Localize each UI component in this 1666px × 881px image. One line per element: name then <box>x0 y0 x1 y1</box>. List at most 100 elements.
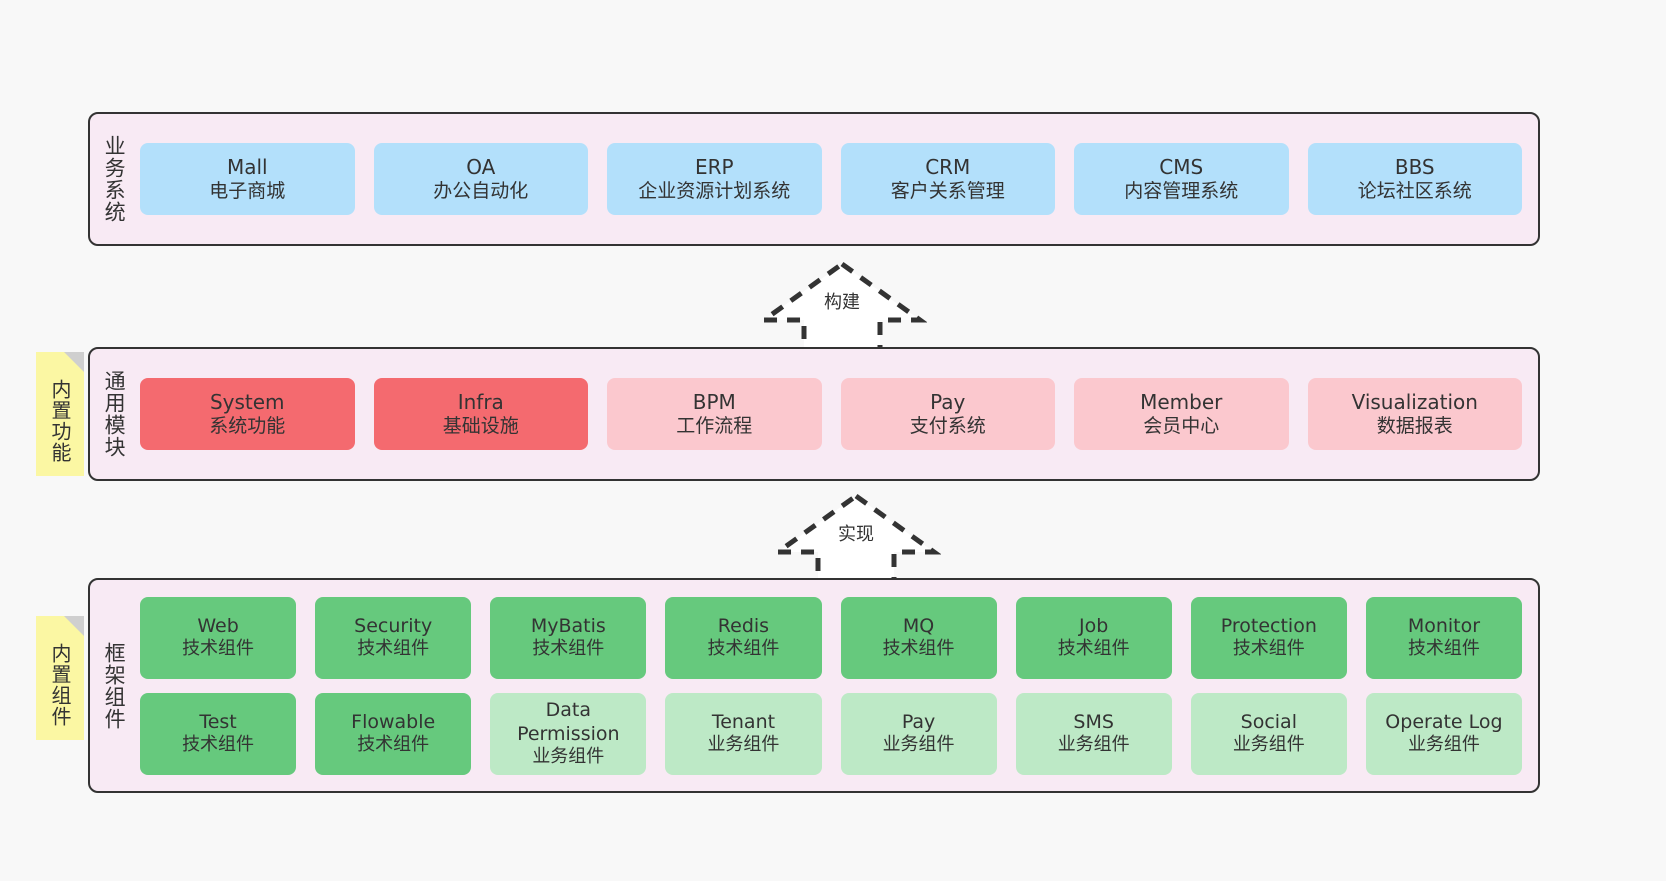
module-title-cn: 会员中心 <box>1143 414 1220 437</box>
card-row: System 系统功能 Infra 基础设施 BPM 工作流程 Pay 支付系统… <box>140 378 1522 450</box>
module-title-en: CMS <box>1159 155 1204 180</box>
module-title-en: Tenant <box>711 710 776 733</box>
module-title-cn: 技术组件 <box>1057 638 1130 660</box>
module-title-en: Protection <box>1220 614 1317 637</box>
module-title-cn: 业务组件 <box>882 734 955 756</box>
module-card-web[interactable]: Web 技术组件 <box>140 596 297 679</box>
module-card-monitor[interactable]: Monitor 技术组件 <box>1365 596 1522 679</box>
module-card-protection[interactable]: Protection 技术组件 <box>1190 596 1347 679</box>
module-title-cn: 系统功能 <box>209 414 286 437</box>
layer-label-common-module: 通用模块 <box>102 370 127 458</box>
module-card-bbs[interactable]: BBS 论坛社区系统 <box>1307 143 1522 215</box>
module-title-cn: 业务组件 <box>1232 734 1305 756</box>
module-title-cn: 业务组件 <box>707 734 780 756</box>
module-title-cn: 论坛社区系统 <box>1357 179 1472 202</box>
module-title-en: ERP <box>694 155 734 180</box>
module-card-operate-log[interactable]: Operate Log 业务组件 <box>1365 692 1522 775</box>
module-card-pay-business[interactable]: Pay 业务组件 <box>840 692 997 775</box>
module-title-en: Visualization <box>1351 390 1478 415</box>
card-row: Mall 电子商城 OA 办公自动化 ERP 企业资源计划系统 CRM 客户关系… <box>140 143 1522 215</box>
module-card-mall[interactable]: Mall 电子商城 <box>140 143 355 215</box>
module-card-erp[interactable]: ERP 企业资源计划系统 <box>607 143 822 215</box>
layer-framework-component: 框架组件 Web 技术组件 Security 技术组件 MyBatis 技术组件… <box>88 578 1540 793</box>
sticky-note-builtin-component: 内置组件 <box>36 616 84 740</box>
arrow-realize-icon <box>771 492 941 585</box>
card-row: Web 技术组件 Security 技术组件 MyBatis 技术组件 Redi… <box>140 596 1522 679</box>
module-title-en: Mall <box>226 155 268 180</box>
module-title-en: CRM <box>925 155 971 180</box>
module-title-en: Flowable <box>351 710 436 733</box>
module-title-en: BPM <box>692 390 736 415</box>
module-title-en: Data Permission <box>517 699 620 745</box>
module-card-tenant[interactable]: Tenant 业务组件 <box>665 692 822 775</box>
module-card-oa[interactable]: OA 办公自动化 <box>373 143 588 215</box>
module-title-en: OA <box>466 155 496 180</box>
module-title-cn: 技术组件 <box>182 638 255 660</box>
module-title-cn: 支付系统 <box>909 414 986 437</box>
module-title-cn: 电子商城 <box>209 179 286 202</box>
module-card-sms[interactable]: SMS 业务组件 <box>1015 692 1172 775</box>
module-title-en: SMS <box>1073 710 1114 733</box>
module-title-en: Web <box>197 614 239 637</box>
module-card-crm[interactable]: CRM 客户关系管理 <box>840 143 1055 215</box>
layer-body-framework-component: Web 技术组件 Security 技术组件 MyBatis 技术组件 Redi… <box>138 580 1538 791</box>
module-card-mq[interactable]: MQ 技术组件 <box>840 596 997 679</box>
module-title-en: Operate Log <box>1385 710 1503 733</box>
module-title-cn: 客户关系管理 <box>890 179 1005 202</box>
layer-business-system: 业务系统 Mall 电子商城 OA 办公自动化 ERP 企业资源计划系统 CRM… <box>88 112 1540 246</box>
module-card-redis[interactable]: Redis 技术组件 <box>665 596 822 679</box>
module-title-en: Pay <box>930 390 966 415</box>
module-title-cn: 技术组件 <box>707 638 780 660</box>
module-card-bpm[interactable]: BPM 工作流程 <box>607 378 822 450</box>
module-title-en: Job <box>1079 614 1109 637</box>
module-title-cn: 数据报表 <box>1376 414 1453 437</box>
module-title-en: Test <box>199 710 237 733</box>
module-title-en: MyBatis <box>530 614 606 637</box>
module-card-cms[interactable]: CMS 内容管理系统 <box>1074 143 1289 215</box>
module-card-visualization[interactable]: Visualization 数据报表 <box>1307 378 1522 450</box>
module-title-en: Monitor <box>1407 614 1481 637</box>
module-card-job[interactable]: Job 技术组件 <box>1015 596 1172 679</box>
module-title-en: System <box>209 390 285 415</box>
module-card-test[interactable]: Test 技术组件 <box>140 692 297 775</box>
arrow-realize-label: 实现 <box>838 524 874 545</box>
module-title-en: Security <box>354 614 433 637</box>
module-card-system[interactable]: System 系统功能 <box>140 378 355 450</box>
module-title-cn: 技术组件 <box>357 734 430 756</box>
layer-body-common-module: System 系统功能 Infra 基础设施 BPM 工作流程 Pay 支付系统… <box>138 349 1538 479</box>
module-card-infra[interactable]: Infra 基础设施 <box>373 378 588 450</box>
module-title-en: Redis <box>717 614 770 637</box>
module-card-mybatis[interactable]: MyBatis 技术组件 <box>490 596 647 679</box>
arrow-build-icon <box>757 260 927 353</box>
module-title-en: Social <box>1240 710 1297 733</box>
module-title-cn: 业务组件 <box>1057 734 1130 756</box>
module-title-cn: 技术组件 <box>1407 638 1480 660</box>
module-card-data-permission[interactable]: Data Permission 业务组件 <box>490 692 647 775</box>
sticky-note-text: 内置功能 <box>48 379 72 463</box>
module-title-en: Pay <box>901 710 936 733</box>
module-title-en: Member <box>1140 390 1223 415</box>
arrow-build-label: 构建 <box>824 292 860 313</box>
module-title-en: MQ <box>902 614 935 637</box>
module-title-cn: 技术组件 <box>882 638 955 660</box>
module-card-security[interactable]: Security 技术组件 <box>315 596 472 679</box>
module-title-cn: 技术组件 <box>182 734 255 756</box>
arrow-build: 构建 <box>757 258 927 354</box>
arrow-realize: 实现 <box>771 490 941 586</box>
card-row: Test 技术组件 Flowable 技术组件 Data Permission … <box>140 692 1522 775</box>
layer-body-business-system: Mall 电子商城 OA 办公自动化 ERP 企业资源计划系统 CRM 客户关系… <box>138 114 1538 244</box>
module-card-social[interactable]: Social 业务组件 <box>1190 692 1347 775</box>
module-card-pay[interactable]: Pay 支付系统 <box>840 378 1055 450</box>
sticky-note-builtin-function: 内置功能 <box>36 352 84 476</box>
module-card-member[interactable]: Member 会员中心 <box>1074 378 1289 450</box>
layer-label-business-system: 业务系统 <box>102 135 127 223</box>
module-title-cn: 基础设施 <box>442 414 519 437</box>
module-title-cn: 业务组件 <box>1407 734 1480 756</box>
module-card-flowable[interactable]: Flowable 技术组件 <box>315 692 472 775</box>
module-title-cn: 业务组件 <box>532 745 605 767</box>
module-title-en: BBS <box>1394 155 1435 180</box>
module-title-cn: 工作流程 <box>676 414 753 437</box>
module-title-cn: 企业资源计划系统 <box>638 179 791 202</box>
sticky-note-text: 内置组件 <box>48 643 72 727</box>
